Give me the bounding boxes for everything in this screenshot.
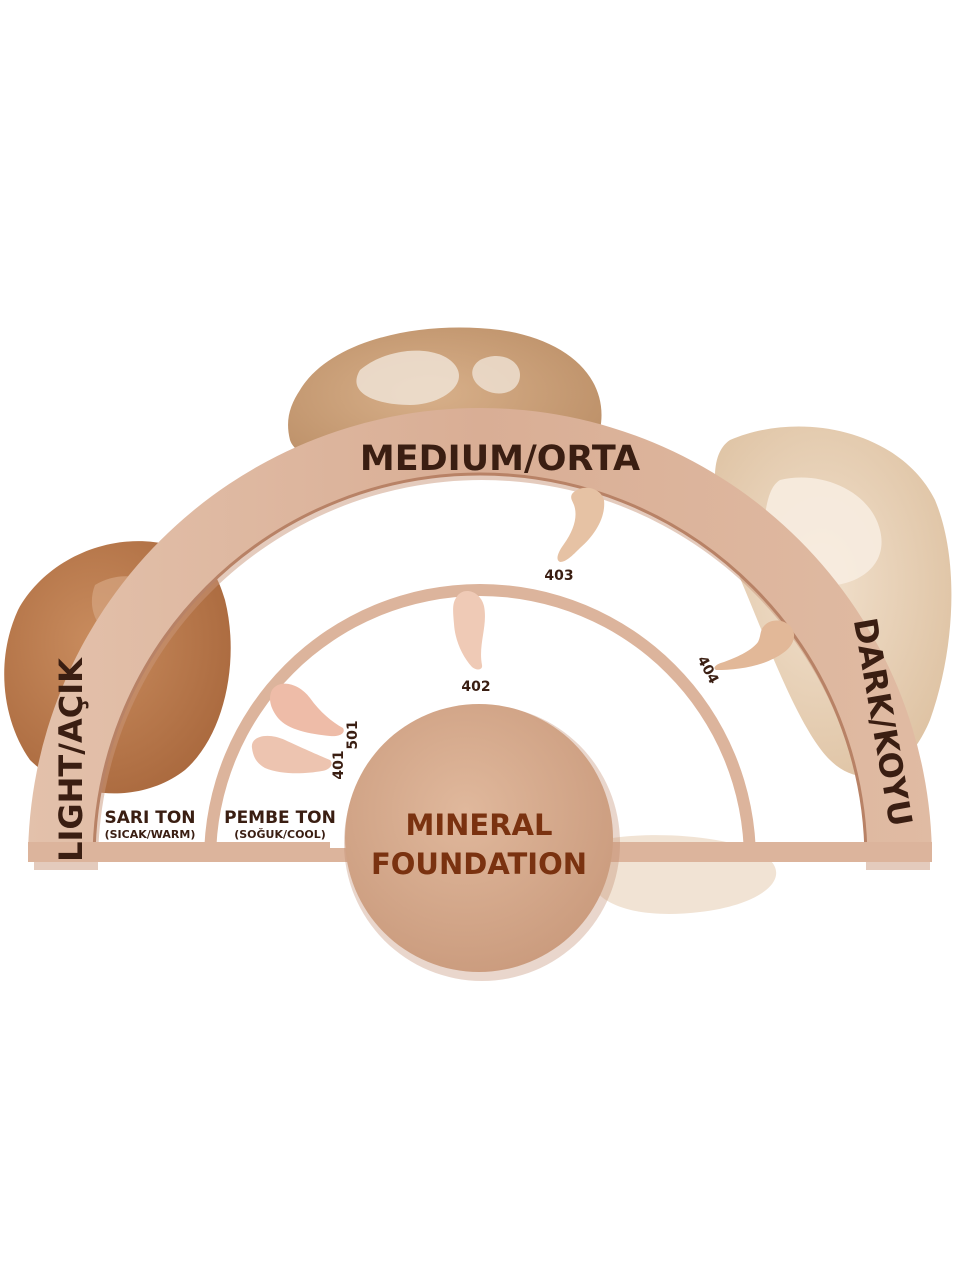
center-line-1: MINERAL — [406, 808, 553, 842]
outer-arch — [28, 408, 932, 870]
shade-code-501: 501 — [345, 720, 361, 749]
shade-swatches — [251, 487, 795, 774]
center-circle — [345, 704, 613, 972]
label-sari-sub: (SICAK/WARM) — [105, 828, 196, 841]
label-pembe-sub: (SOĞUK/COOL) — [234, 828, 326, 841]
baseline-step — [300, 848, 350, 862]
shade-code-402: 402 — [461, 679, 490, 695]
baseline — [28, 842, 932, 862]
blob-mid-highlight-2 — [472, 355, 520, 394]
swatch-401 — [251, 735, 332, 774]
label-medium: MEDIUM/ORTA — [360, 439, 640, 479]
baseline-left — [28, 842, 330, 862]
blob-mid-highlight — [356, 350, 459, 405]
shade-code-403: 403 — [544, 568, 573, 584]
swatch-403 — [557, 487, 605, 562]
outer-arch-band — [28, 408, 932, 860]
shade-code-404: 404 — [694, 653, 722, 687]
label-pembe-ton: PEMBE TON — [224, 808, 336, 828]
shade-code-401: 401 — [331, 750, 347, 779]
baseline-right — [600, 842, 932, 862]
tone-labels: SARI TON (SICAK/WARM) PEMBE TON (SOĞUK/C… — [104, 808, 335, 841]
outer-arch-inner-edge — [92, 472, 868, 861]
label-light: LIGHT/AÇIK — [52, 657, 90, 862]
center-line-2: FOUNDATION — [371, 847, 587, 881]
swatch-501 — [270, 683, 344, 737]
label-sari-ton: SARI TON — [104, 808, 195, 828]
center-badge: MINERAL FOUNDATION — [344, 704, 620, 981]
swatch-402 — [453, 591, 485, 670]
swatch-404 — [714, 620, 795, 670]
